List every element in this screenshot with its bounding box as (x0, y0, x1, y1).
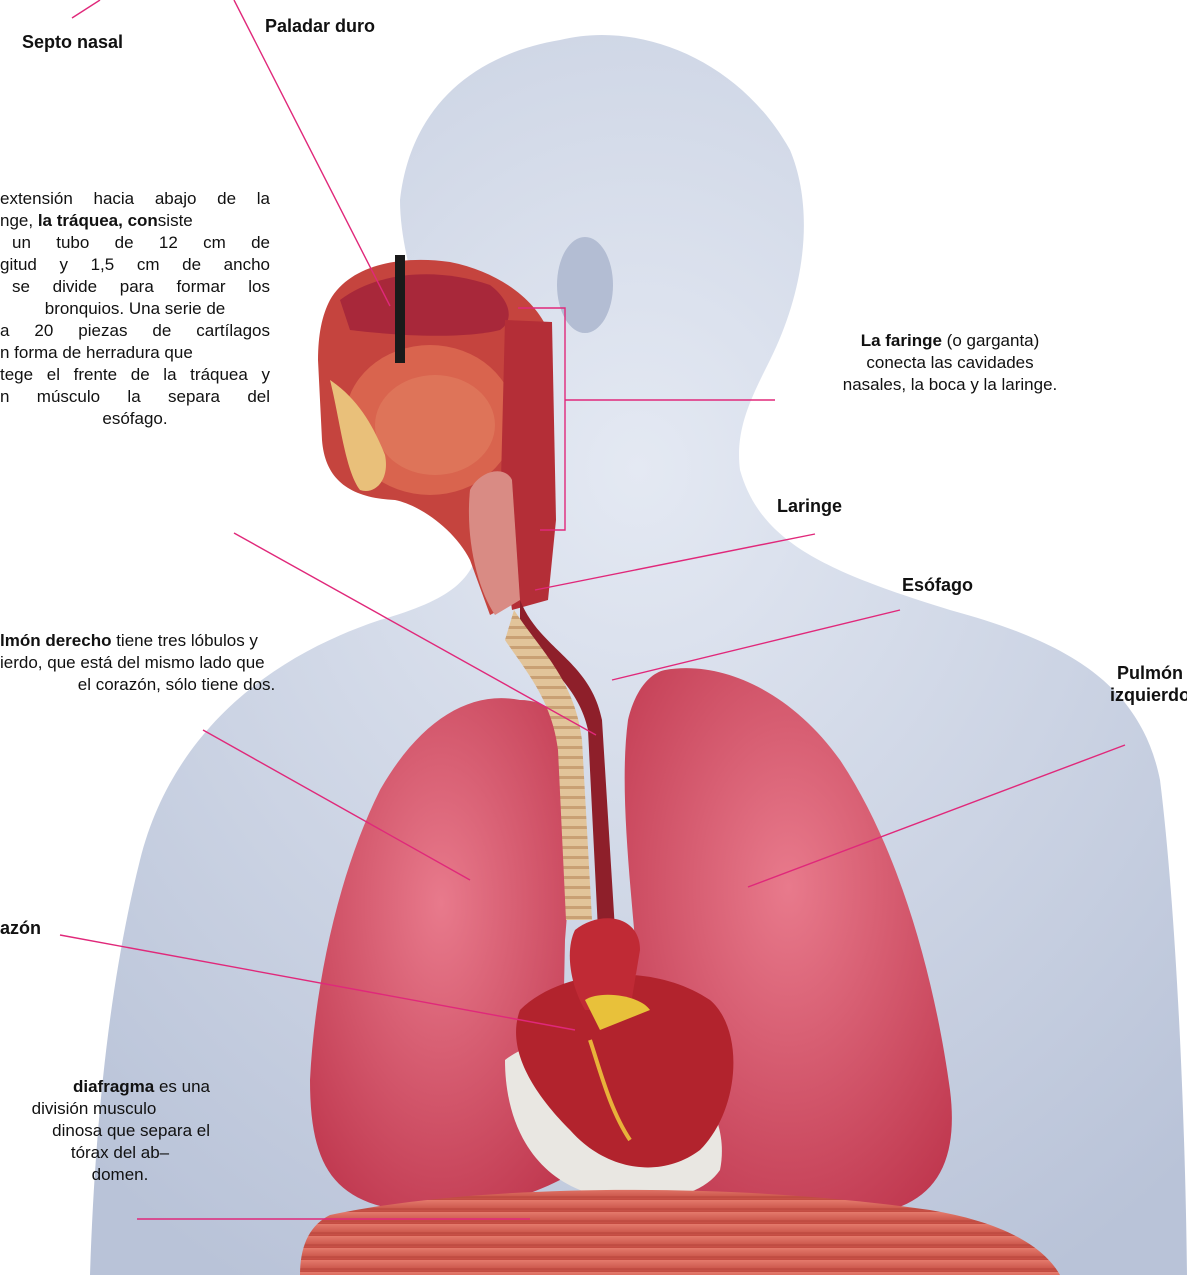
label-esofago: Esófago (902, 574, 973, 596)
pulmon-derecho-description: lmón derecho tiene tres lóbulos y ierdo,… (0, 630, 345, 696)
label-corazon: azón (0, 917, 41, 939)
nasal-marker (395, 255, 405, 363)
label-laringe: Laringe (777, 495, 842, 517)
trachea-description: extensión hacia abajo de la nge, la tráq… (0, 188, 270, 430)
faringe-description: La faringe (o garganta) conecta las cavi… (800, 330, 1100, 396)
label-pulmon-izquierdo: Pulmón izquierdo (1110, 662, 1187, 706)
label-septo-nasal: Septo nasal (22, 31, 123, 53)
leader-septo-nasal (72, 0, 100, 18)
diafragma-description: diafragma es una división musculo dinosa… (0, 1076, 210, 1186)
label-paladar-duro: Paladar duro (265, 15, 375, 37)
